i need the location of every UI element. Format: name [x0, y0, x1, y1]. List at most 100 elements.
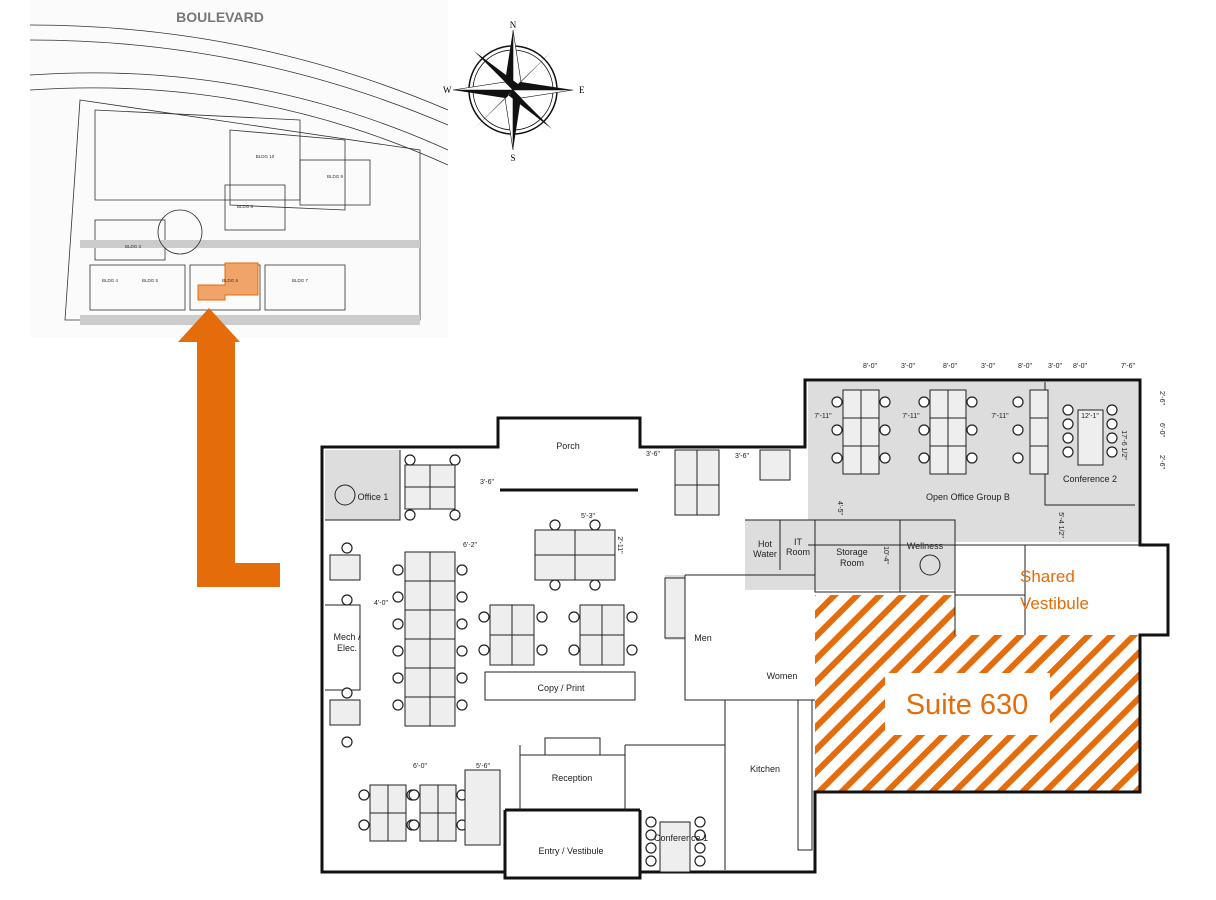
chair — [1106, 446, 1118, 458]
room-storage[interactable]: Room — [840, 558, 864, 568]
room-wellness[interactable]: Wellness — [907, 541, 944, 551]
room-storage[interactable]: Storage — [836, 547, 868, 557]
desk — [534, 529, 576, 556]
desk — [437, 812, 457, 842]
building-label: BLDG 5 — [142, 278, 159, 283]
chair — [1012, 452, 1024, 464]
room-reception[interactable]: Reception — [552, 773, 593, 783]
chair — [589, 579, 601, 591]
desk — [1029, 389, 1049, 419]
chair — [449, 509, 461, 521]
desk — [947, 445, 967, 475]
desk — [404, 609, 431, 640]
compass-n: N — [510, 20, 517, 30]
desk — [489, 604, 513, 636]
room-entry-vestibule[interactable]: Entry / Vestibule — [538, 846, 603, 856]
building-label: BLDG 6 — [222, 278, 239, 283]
chair — [404, 509, 416, 521]
desk — [574, 529, 616, 556]
dimension-label: 6'-0" — [413, 763, 427, 770]
chair — [918, 396, 930, 408]
chair — [392, 672, 404, 684]
dimension-label: 8'-0" — [1018, 363, 1032, 370]
dimension-label: 6'-2" — [463, 542, 477, 549]
desk — [419, 812, 439, 842]
building-label: BLDG 4 — [102, 278, 119, 283]
chair — [1012, 424, 1024, 436]
chair — [1062, 432, 1074, 444]
building-label: BLDG 8 — [237, 204, 254, 209]
room-kitchen[interactable]: Kitchen — [750, 764, 780, 774]
dimension-label: 3'-0" — [981, 363, 995, 370]
room-mech-elec[interactable]: Elec. — [337, 643, 357, 653]
desk — [534, 554, 576, 581]
compass-rose-icon: N S E W — [443, 20, 585, 163]
desk — [404, 696, 431, 727]
dimension-label: 4'-5" — [836, 501, 843, 515]
room-office-1[interactable]: Office 1 — [358, 492, 389, 502]
desk — [929, 417, 949, 447]
room-hot-water[interactable]: Water — [753, 549, 777, 559]
desk — [579, 604, 603, 636]
chair — [392, 645, 404, 657]
desk — [842, 389, 862, 419]
compass-e: E — [579, 85, 585, 95]
chair — [694, 816, 706, 828]
chair — [536, 644, 548, 656]
desk — [659, 821, 691, 873]
road-label: BOULEVARD — [176, 9, 264, 25]
chair — [918, 452, 930, 464]
desk — [404, 486, 431, 510]
room-it[interactable]: IT — [794, 537, 803, 547]
chair — [645, 842, 657, 854]
chair — [879, 452, 891, 464]
desk — [601, 634, 625, 666]
chair — [879, 424, 891, 436]
desk — [579, 634, 603, 666]
desk — [574, 554, 616, 581]
desk — [429, 609, 456, 640]
chair — [456, 591, 468, 603]
desk — [437, 784, 457, 814]
chair — [392, 564, 404, 576]
desk — [929, 445, 949, 475]
dimension-label: 3'-6" — [480, 479, 494, 486]
desk — [511, 604, 535, 636]
dimension-label: 8'-0" — [1073, 363, 1087, 370]
chair — [966, 424, 978, 436]
chair — [456, 618, 468, 630]
dimension-label: 5'-3" — [581, 513, 595, 520]
desk — [929, 389, 949, 419]
dimension-label: 2'-6" — [1158, 455, 1165, 469]
dimension-label: 5'-4 1/2" — [1057, 512, 1064, 538]
chair — [341, 736, 353, 748]
compass-s: S — [510, 153, 515, 163]
chair — [694, 855, 706, 867]
room-copy-print[interactable]: Copy / Print — [537, 683, 585, 693]
chair — [568, 644, 580, 656]
chair — [536, 611, 548, 623]
room-conference-1[interactable]: Conference 1 — [654, 833, 708, 843]
chair — [392, 699, 404, 711]
building-label: BLDG 10 — [256, 154, 275, 159]
desk — [429, 638, 456, 669]
chair — [392, 591, 404, 603]
room-mech-elec[interactable]: Mech / — [333, 632, 361, 642]
room-women[interactable]: Women — [767, 671, 798, 681]
chair — [626, 611, 638, 623]
furniture — [329, 389, 1118, 873]
building-label: BLDG 9 — [327, 174, 344, 179]
chair — [1062, 404, 1074, 416]
room-it[interactable]: Room — [786, 547, 810, 557]
room-hot-water[interactable]: Hot — [758, 539, 773, 549]
room-conference-2[interactable]: Conference 2 — [1063, 474, 1117, 484]
room-porch[interactable]: Porch — [556, 441, 580, 451]
dimension-label: 5'-6" — [476, 763, 490, 770]
compass-w: W — [443, 85, 452, 95]
room-open-office-b[interactable]: Open Office Group B — [926, 492, 1010, 502]
chair — [456, 645, 468, 657]
room-men[interactable]: Men — [694, 633, 712, 643]
desk — [429, 486, 456, 510]
chair — [645, 816, 657, 828]
